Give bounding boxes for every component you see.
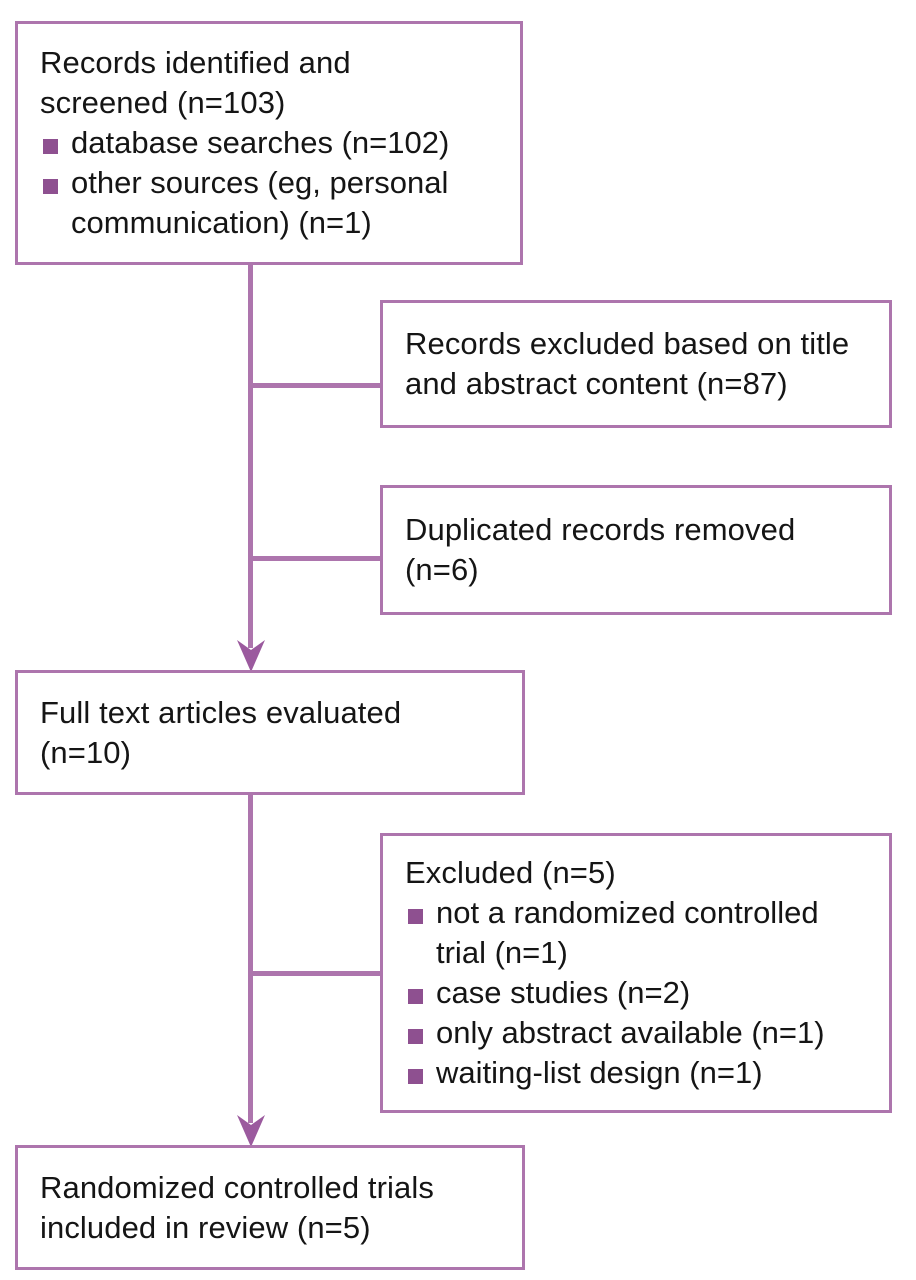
full-text-evaluated-box: Full text articles evaluated (n=10) [15, 670, 525, 795]
list-item: other sources (eg, personal communicatio… [40, 163, 498, 243]
excluded-full-text-content: Excluded (n=5) not a randomized controll… [383, 853, 889, 1093]
bullet-text-continuation: trial (n=1) [436, 935, 568, 970]
list-item: only abstract available (n=1) [405, 1013, 867, 1053]
full-text-evaluated-line-1: Full text articles evaluated [40, 694, 402, 730]
included-rcts-line-2: included in review (n=5) [40, 1209, 371, 1245]
excluded-full-text-bullet-list: not a randomized controlled trial (n=1) … [405, 893, 867, 1093]
full-text-evaluated-content: Full text articles evaluated (n=10) [18, 693, 522, 773]
connector-identified-to-fulltext [248, 263, 253, 648]
list-item: not a randomized controlled trial (n=1) [405, 893, 867, 973]
records-excluded-line-2: and abstract content (n=87) [405, 366, 788, 401]
records-excluded-content: Records excluded based on title and abst… [383, 324, 889, 404]
excluded-full-text-title: Excluded (n=5) [405, 855, 616, 890]
bullet-text: not a randomized controlled [436, 895, 819, 930]
square-bullet-icon [408, 989, 423, 1004]
bullet-text: other sources (eg, personal [71, 165, 449, 200]
arrowhead-to-full-text [237, 640, 265, 672]
connector-branch-duplicates-removed [248, 556, 382, 561]
square-bullet-icon [43, 179, 58, 194]
records-identified-line-2: screened (n=103) [40, 85, 286, 120]
records-identified-content: Records identified and screened (n=103) … [18, 43, 520, 243]
list-item: case studies (n=2) [405, 973, 867, 1013]
records-identified-bullet-list: database searches (n=102) other sources … [40, 123, 498, 243]
duplicates-removed-line-2: (n=6) [405, 552, 479, 587]
bullet-text: case studies (n=2) [436, 975, 691, 1010]
bullet-text: database searches (n=102) [71, 125, 450, 160]
square-bullet-icon [43, 139, 58, 154]
connector-branch-excluded-fulltext [248, 971, 382, 976]
connector-fulltext-to-included [248, 793, 253, 1123]
square-bullet-icon [408, 909, 423, 924]
included-rcts-line-1: Randomized controlled trials [40, 1169, 434, 1205]
list-item: database searches (n=102) [40, 123, 498, 163]
duplicates-removed-box: Duplicated records removed (n=6) [380, 485, 892, 615]
square-bullet-icon [408, 1069, 423, 1084]
square-bullet-icon [408, 1029, 423, 1044]
records-identified-line-1: Records identified and [40, 45, 351, 80]
bullet-text: waiting-list design (n=1) [436, 1055, 763, 1090]
bullet-text: only abstract available (n=1) [436, 1015, 825, 1050]
records-identified-box: Records identified and screened (n=103) … [15, 21, 523, 265]
excluded-full-text-box: Excluded (n=5) not a randomized controll… [380, 833, 892, 1113]
bullet-text-continuation: communication) (n=1) [71, 205, 372, 240]
list-item: waiting-list design (n=1) [405, 1053, 867, 1093]
connector-branch-records-excluded [248, 383, 382, 388]
records-excluded-box: Records excluded based on title and abst… [380, 300, 892, 428]
duplicates-removed-line-1: Duplicated records removed [405, 512, 796, 547]
records-excluded-line-1: Records excluded based on title [405, 326, 850, 361]
included-rcts-content: Randomized controlled trials included in… [18, 1168, 522, 1248]
included-rcts-box: Randomized controlled trials included in… [15, 1145, 525, 1270]
full-text-evaluated-line-2: (n=10) [40, 734, 132, 770]
duplicates-removed-content: Duplicated records removed (n=6) [383, 510, 889, 590]
arrowhead-to-included [237, 1115, 265, 1147]
